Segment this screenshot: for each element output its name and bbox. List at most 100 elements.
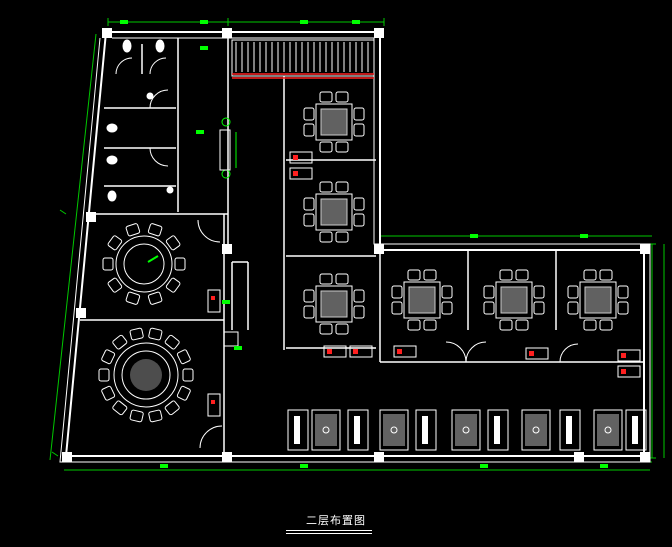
seat-table-icon bbox=[521, 409, 551, 451]
chair-icon bbox=[176, 385, 191, 401]
chair-icon bbox=[319, 181, 333, 193]
chair-icon bbox=[483, 301, 495, 315]
chair-icon bbox=[483, 285, 495, 299]
seat-hatch bbox=[383, 414, 405, 446]
chair-icon bbox=[617, 285, 629, 299]
seat-table-icon bbox=[451, 409, 481, 451]
table-hatch bbox=[320, 290, 348, 318]
seat-outline bbox=[287, 409, 309, 451]
square-table-icon bbox=[391, 269, 453, 331]
chair-icon bbox=[335, 323, 349, 335]
stair-icon bbox=[231, 39, 375, 77]
chair-icon bbox=[147, 291, 163, 305]
cabinet-accent bbox=[293, 155, 298, 160]
chair-icon bbox=[583, 319, 597, 331]
cabinet-accent bbox=[621, 369, 626, 374]
chair-icon bbox=[303, 213, 315, 227]
sideboards bbox=[207, 289, 221, 417]
room-doors-left bbox=[197, 219, 239, 449]
square-table-icon bbox=[303, 181, 365, 243]
seat-table-icon bbox=[593, 409, 623, 451]
round-table-icon bbox=[115, 235, 173, 293]
chair-icon bbox=[353, 289, 365, 303]
seat-outline bbox=[311, 409, 341, 451]
chair-icon bbox=[335, 231, 349, 243]
chair-icon bbox=[407, 269, 421, 281]
chair-icon bbox=[583, 269, 597, 281]
cabinet-icon bbox=[289, 151, 313, 164]
chair-icon bbox=[407, 319, 421, 331]
round-table-icon bbox=[113, 342, 179, 408]
chair-icon bbox=[441, 301, 453, 315]
cabinet-accent bbox=[353, 349, 358, 354]
chair-icon bbox=[125, 291, 141, 305]
cabinet-icon bbox=[617, 349, 641, 362]
caption-underline bbox=[286, 530, 372, 531]
dimension-tick bbox=[580, 234, 588, 238]
chair-icon bbox=[335, 181, 349, 193]
chair-icon bbox=[617, 301, 629, 315]
dimension-tick bbox=[470, 234, 478, 238]
cabinet-accent bbox=[293, 171, 298, 176]
bench-icon bbox=[347, 409, 369, 451]
chair-icon bbox=[319, 141, 333, 153]
cabinet-outline bbox=[289, 151, 313, 164]
seat-outline bbox=[625, 409, 647, 451]
chair-icon bbox=[533, 301, 545, 315]
seat-outline bbox=[415, 409, 437, 451]
chair-icon bbox=[129, 409, 144, 423]
chair-icon bbox=[353, 197, 365, 211]
chair-icon bbox=[423, 319, 437, 331]
chair-icon bbox=[112, 400, 128, 416]
seat-dot bbox=[462, 426, 470, 434]
dimension-tick bbox=[200, 20, 208, 24]
table-top bbox=[315, 285, 353, 323]
chair-icon bbox=[441, 285, 453, 299]
cabinet-outline bbox=[617, 365, 641, 378]
cabinet-outline bbox=[289, 167, 313, 180]
chair-icon bbox=[515, 319, 529, 331]
chair-icon bbox=[148, 327, 163, 341]
cabinet-icon bbox=[617, 365, 641, 378]
dimension-tick bbox=[234, 346, 242, 350]
dimension-tick bbox=[600, 464, 608, 468]
cabinet-outline bbox=[617, 349, 641, 362]
room1-accent bbox=[147, 255, 159, 263]
chair-icon bbox=[335, 273, 349, 285]
bench-back bbox=[566, 416, 572, 444]
booth-doors bbox=[445, 341, 579, 363]
chair-icon bbox=[102, 257, 114, 271]
seat-outline bbox=[521, 409, 551, 451]
cabinet-icon bbox=[323, 345, 347, 358]
cabinet-icon bbox=[289, 167, 313, 180]
table-top bbox=[403, 281, 441, 319]
cabinet-outline bbox=[393, 345, 417, 358]
bench-back bbox=[632, 416, 638, 444]
seat-outline bbox=[593, 409, 623, 451]
cabinet-accent bbox=[397, 349, 402, 354]
chair-icon bbox=[533, 285, 545, 299]
chair-icon bbox=[335, 141, 349, 153]
dimension-tick bbox=[300, 20, 308, 24]
table-top bbox=[315, 103, 353, 141]
toilet-icon bbox=[106, 39, 174, 202]
table-hatch bbox=[584, 286, 612, 314]
square-table-icon bbox=[303, 91, 365, 153]
cabinet-icon bbox=[525, 347, 549, 360]
seat-outline bbox=[559, 409, 581, 451]
chair-icon bbox=[112, 334, 128, 350]
chair-icon bbox=[303, 197, 315, 211]
seat-dot bbox=[322, 426, 330, 434]
cabinet-outline bbox=[323, 345, 347, 358]
columns bbox=[62, 28, 650, 462]
bench-back bbox=[354, 416, 360, 444]
chair-icon bbox=[515, 269, 529, 281]
square-table-icon bbox=[303, 273, 365, 335]
chair-icon bbox=[164, 334, 180, 350]
chair-icon bbox=[319, 323, 333, 335]
chair-icon bbox=[391, 301, 403, 315]
bench-back bbox=[422, 416, 428, 444]
seat-hatch bbox=[315, 414, 337, 446]
dimension-tick bbox=[480, 464, 488, 468]
chair-icon bbox=[599, 269, 613, 281]
